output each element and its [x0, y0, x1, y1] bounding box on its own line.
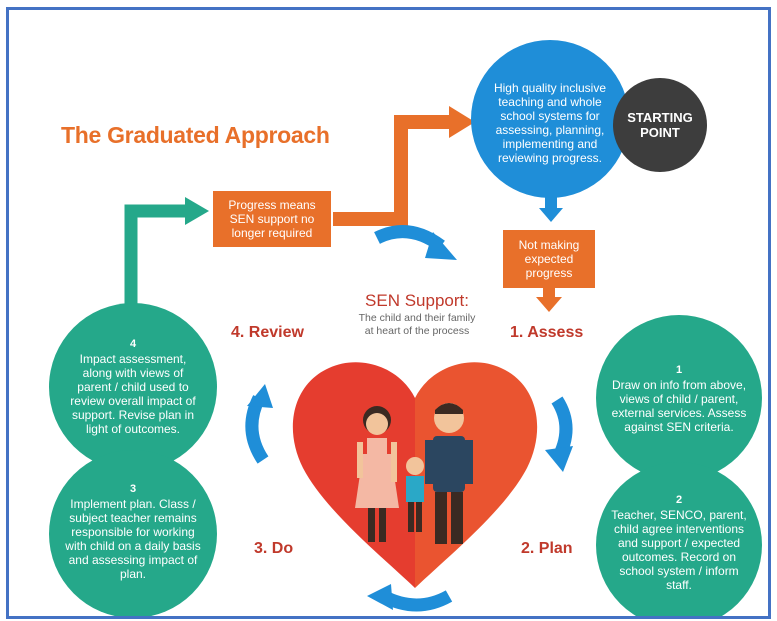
child-figure — [406, 457, 424, 532]
cycle-arrowhead-top — [425, 232, 457, 260]
father-figure — [425, 403, 473, 544]
cycle-arrowhead-right — [545, 446, 573, 472]
starting-point-badge-label: STARTING POINT — [627, 110, 693, 140]
sen-support-heading: SEN Support: — [365, 291, 469, 310]
sen-support-subtitle: The child and their family at heart of t… — [358, 312, 476, 337]
not-making-progress-text: Not making expected progress — [518, 238, 580, 280]
step-2-text: Teacher, SENCO, parent, child agree inte… — [611, 507, 747, 592]
step-4-circle: 4 Impact assessment, along with views of… — [49, 303, 217, 471]
orange-arrowhead-assess — [536, 297, 562, 312]
heart-illustration — [292, 362, 538, 588]
stage-plan-label: 2. Plan — [521, 540, 573, 557]
orange-arrow-to-start — [333, 115, 451, 226]
blue-arrowhead-down — [539, 208, 563, 222]
step-3-circle: 3 Implement plan. Class / subject teache… — [49, 450, 217, 616]
mother-figure — [355, 406, 399, 542]
step-3-text: Implement plan. Class / subject teacher … — [65, 496, 201, 581]
not-making-progress-box: Not making expected progress — [503, 230, 595, 288]
stage-review-label: 4. Review — [231, 324, 304, 341]
step-4-number: 4 — [129, 337, 137, 350]
green-arrowhead-progress — [185, 197, 209, 225]
cycle-arrow-left — [245, 395, 269, 464]
stage-assess-label: 1. Assess — [510, 324, 584, 341]
starting-point-text: High quality inclusive teaching and whol… — [493, 81, 607, 165]
step-1-circle: 1 Draw on info from above, views of chil… — [596, 315, 762, 481]
starting-point-badge: STARTING POINT — [613, 78, 707, 172]
cycle-arrow-bottom — [379, 590, 453, 612]
diagram-title: The Graduated Approach — [61, 122, 330, 148]
diagram-frame: The Graduated Approach High quality incl… — [6, 7, 771, 619]
step-3-number: 3 — [129, 482, 137, 495]
progress-box-text: Progress means SEN support no longer req… — [228, 198, 316, 240]
step-4-text: Impact assessment, along with views of p… — [70, 351, 196, 436]
cycle-arrowhead-left — [247, 384, 273, 408]
cycle-arrowhead-bottom — [367, 584, 393, 610]
step-1-number: 1 — [675, 363, 683, 376]
step-1-text: Draw on info from above, views of child … — [611, 377, 747, 434]
progress-box: Progress means SEN support no longer req… — [213, 191, 331, 247]
starting-point-circle: High quality inclusive teaching and whol… — [471, 40, 629, 198]
step-2-circle: 2 Teacher, SENCO, parent, child agree in… — [596, 462, 762, 616]
green-arrow-to-progress — [124, 204, 187, 305]
orange-arrowhead-start — [449, 106, 475, 138]
step-2-number: 2 — [675, 493, 683, 506]
connector-arrows — [124, 106, 573, 612]
stage-do-label: 3. Do — [254, 540, 294, 557]
